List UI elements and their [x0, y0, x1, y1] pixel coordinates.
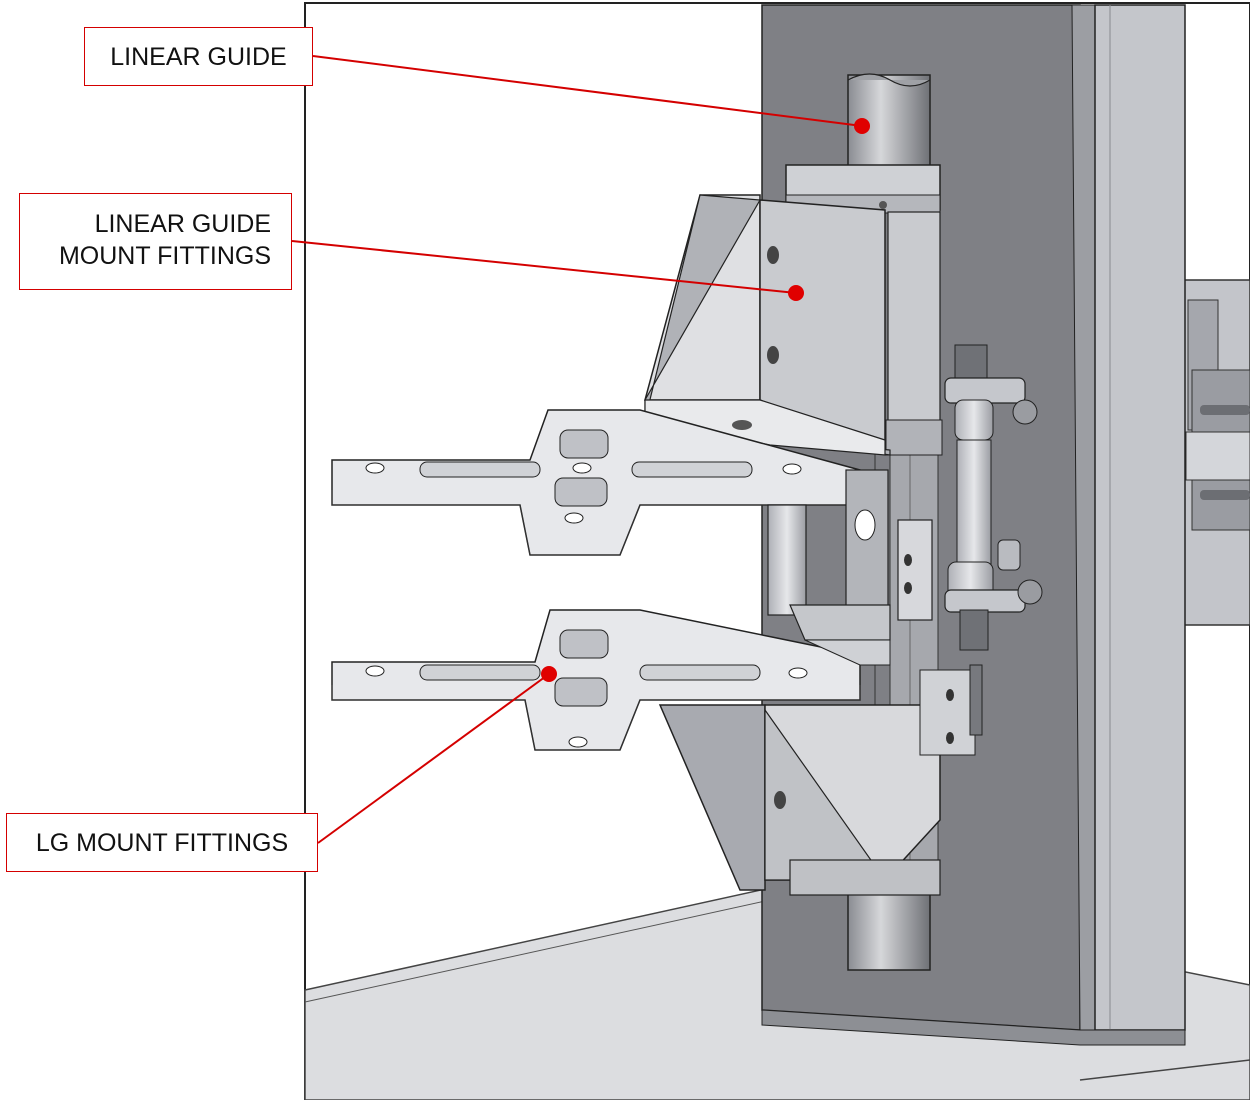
- lower-mount-bracket: [658, 664, 983, 896]
- leader-line-lg-mount-fittings: [317, 673, 550, 844]
- callout-label: LINEAR GUIDE: [110, 43, 287, 71]
- leader-lines: [291, 55, 863, 844]
- lower-carrier-plate: [331, 604, 891, 751]
- upper-mount-bracket: [644, 194, 891, 456]
- support-posts: [767, 469, 933, 621]
- callout-label-line-2: MOUNT FITTINGS: [58, 242, 271, 270]
- leader-line-linear-guide-mount-fittings: [291, 240, 797, 294]
- marker-dot-linear-guide: [854, 118, 870, 134]
- callout-linear-guide: LINEAR GUIDE: [84, 27, 313, 86]
- side-machinery: [1179, 279, 1250, 626]
- callout-linear-guide-mount-fittings: LINEAR GUIDE MOUNT FITTINGS: [19, 193, 292, 290]
- marker-dot-lg-mount-fittings: [541, 666, 557, 682]
- marker-dots: [541, 118, 870, 682]
- callout-label: LG MOUNT FITTINGS: [35, 829, 289, 857]
- pneumatic-cylinder: [944, 344, 1043, 651]
- marker-dot-linear-guide-mount-fittings: [788, 285, 804, 301]
- callout-lg-mount-fittings: LG MOUNT FITTINGS: [6, 813, 318, 872]
- leader-line-linear-guide: [312, 55, 863, 127]
- guide-carriage: [785, 164, 943, 456]
- callout-label-line-1: LINEAR GUIDE: [94, 210, 271, 238]
- upper-carrier-plate: [331, 409, 861, 556]
